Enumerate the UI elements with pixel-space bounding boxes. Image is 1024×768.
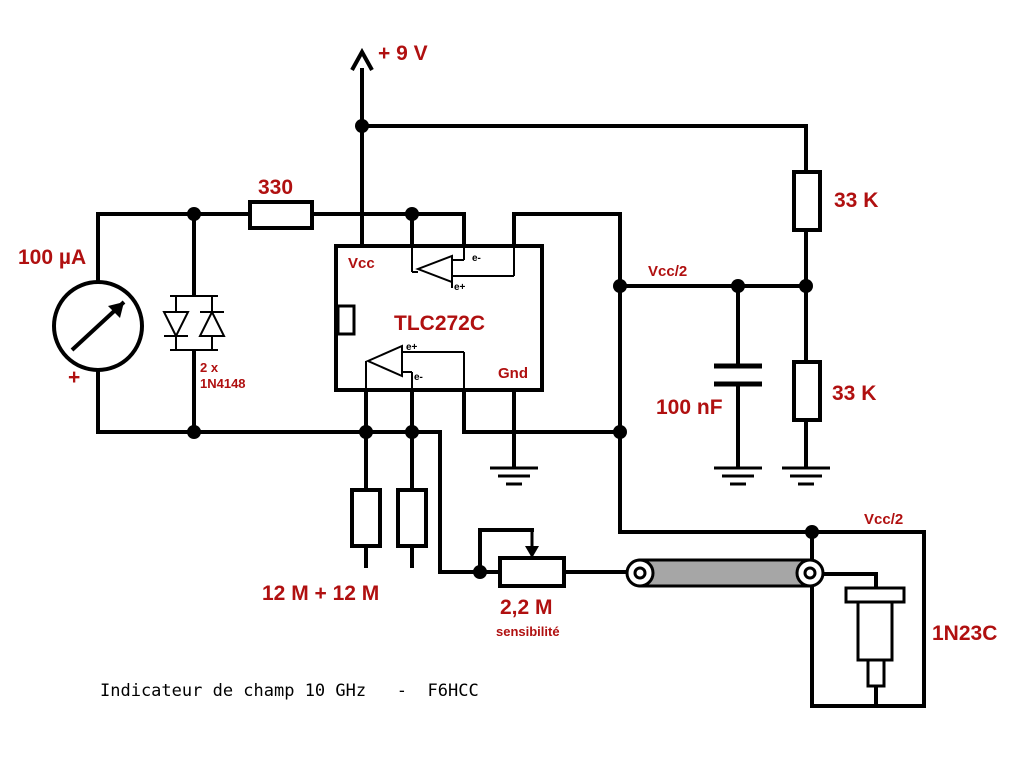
- supply-label: + 9 V: [378, 42, 428, 65]
- resistor-33k-lower-label: 33 K: [832, 382, 876, 405]
- resistor-330-label: 330: [258, 176, 293, 199]
- ic-name-label: TLC272C: [394, 312, 485, 335]
- ground-icon: [714, 466, 762, 486]
- potentiometer-icon: [498, 530, 566, 588]
- resistor-33k-upper-label: 33 K: [834, 189, 878, 212]
- opamp-top-icon: [415, 254, 453, 284]
- meter-plus-label: +: [68, 366, 80, 389]
- ground-icon: [782, 466, 830, 486]
- pot-name-label: sensibilité: [496, 624, 560, 639]
- resistor-33k-upper-icon: [792, 170, 822, 232]
- resistor-12m-right-icon: [396, 488, 428, 548]
- diode-type-label: 1N4148: [200, 376, 246, 391]
- ic-package: [334, 244, 544, 392]
- feedback-resistors-label: 12 M + 12 M: [262, 582, 379, 605]
- diode-pair-icon: [162, 295, 226, 351]
- ground-icon: [490, 466, 538, 486]
- ic-vcc-label: Vcc: [348, 255, 375, 272]
- resistor-33k-lower-icon: [792, 360, 822, 422]
- resistor-330-icon: [248, 200, 314, 230]
- pot-value-label: 2,2 M: [500, 596, 553, 619]
- opamp-bottom-icon: [365, 344, 403, 378]
- diode-count-label: 2 x: [200, 360, 219, 375]
- detector-node-label: Vcc/2: [864, 511, 903, 528]
- detector-diode-label: 1N23C: [932, 622, 997, 645]
- coax-cable-icon: [625, 558, 825, 588]
- top-amp-minus-label: e-: [472, 253, 481, 264]
- detector-diode-icon: [844, 586, 906, 706]
- ic-gnd-label: Gnd: [498, 365, 528, 382]
- bias-node-label: Vcc/2: [648, 263, 687, 280]
- top-amp-plus-label: e+: [454, 282, 466, 293]
- capacitor-icon: [714, 363, 762, 387]
- meter-value-label: 100 µA: [18, 246, 86, 269]
- bottom-amp-plus-label: e+: [406, 342, 418, 353]
- junction-dots: [187, 119, 819, 579]
- resistor-12m-left-icon: [350, 488, 382, 548]
- bottom-amp-minus-label: e-: [414, 372, 423, 383]
- supply-arrow-icon: [350, 47, 374, 71]
- capacitor-label: 100 nF: [656, 396, 723, 419]
- meter-icon: [52, 280, 144, 372]
- diagram-caption: Indicateur de champ 10 GHz - F6HCC: [100, 681, 479, 701]
